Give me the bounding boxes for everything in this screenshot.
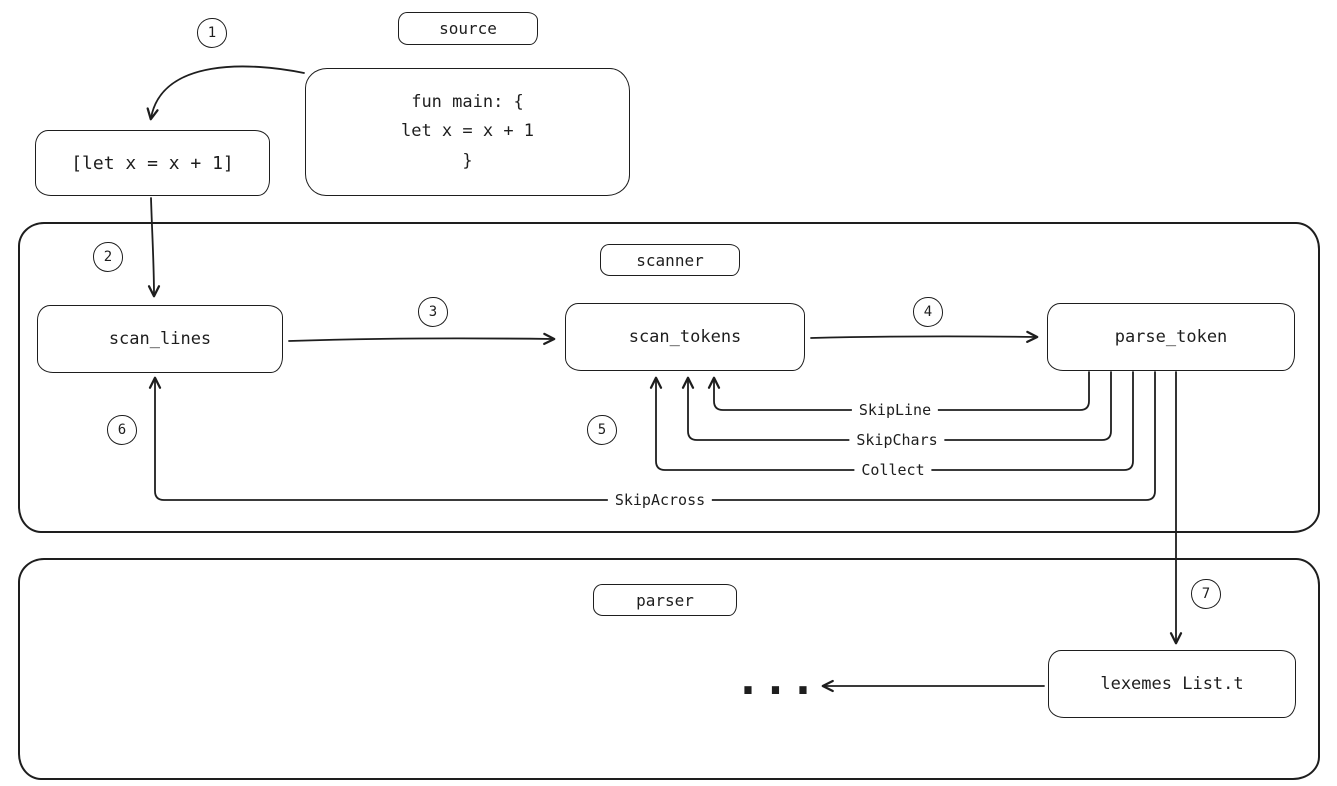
line-token-box: [let x = x + 1] — [35, 130, 270, 196]
lexemes-list-node: lexemes List.t — [1048, 650, 1296, 718]
scan-lines-node: scan_lines — [37, 305, 283, 373]
source-code-line: fun main: { — [411, 91, 524, 112]
source-group-label: source — [398, 12, 538, 45]
return-label-skipacross: SkipAcross — [607, 491, 713, 509]
parser-container — [18, 558, 1320, 780]
step-7-badge: 7 — [1191, 579, 1221, 609]
step-3-badge: 3 — [418, 297, 448, 327]
return-label-collect: Collect — [854, 461, 932, 479]
step-5-badge: 5 — [587, 415, 617, 445]
parser-group-label: parser — [593, 584, 737, 616]
scanner-container — [18, 222, 1320, 533]
scan-tokens-node: scan_tokens — [565, 303, 805, 371]
parse-token-node: parse_token — [1047, 303, 1295, 371]
return-label-skipchars: SkipChars — [849, 431, 945, 449]
source-code-line: let x = x + 1 — [400, 121, 535, 142]
step-4-badge: 4 — [913, 297, 943, 327]
step-6-badge: 6 — [107, 415, 137, 445]
step-2-badge: 2 — [93, 242, 123, 272]
step-1-badge: 1 — [197, 18, 227, 48]
source-code-box: fun main: { let x = x + 1 } — [305, 68, 630, 196]
source-code-line: } — [462, 150, 473, 171]
return-label-skipline: SkipLine — [851, 401, 939, 419]
arrow-source-to-linebox — [146, 65, 305, 121]
scanner-group-label: scanner — [600, 244, 740, 276]
